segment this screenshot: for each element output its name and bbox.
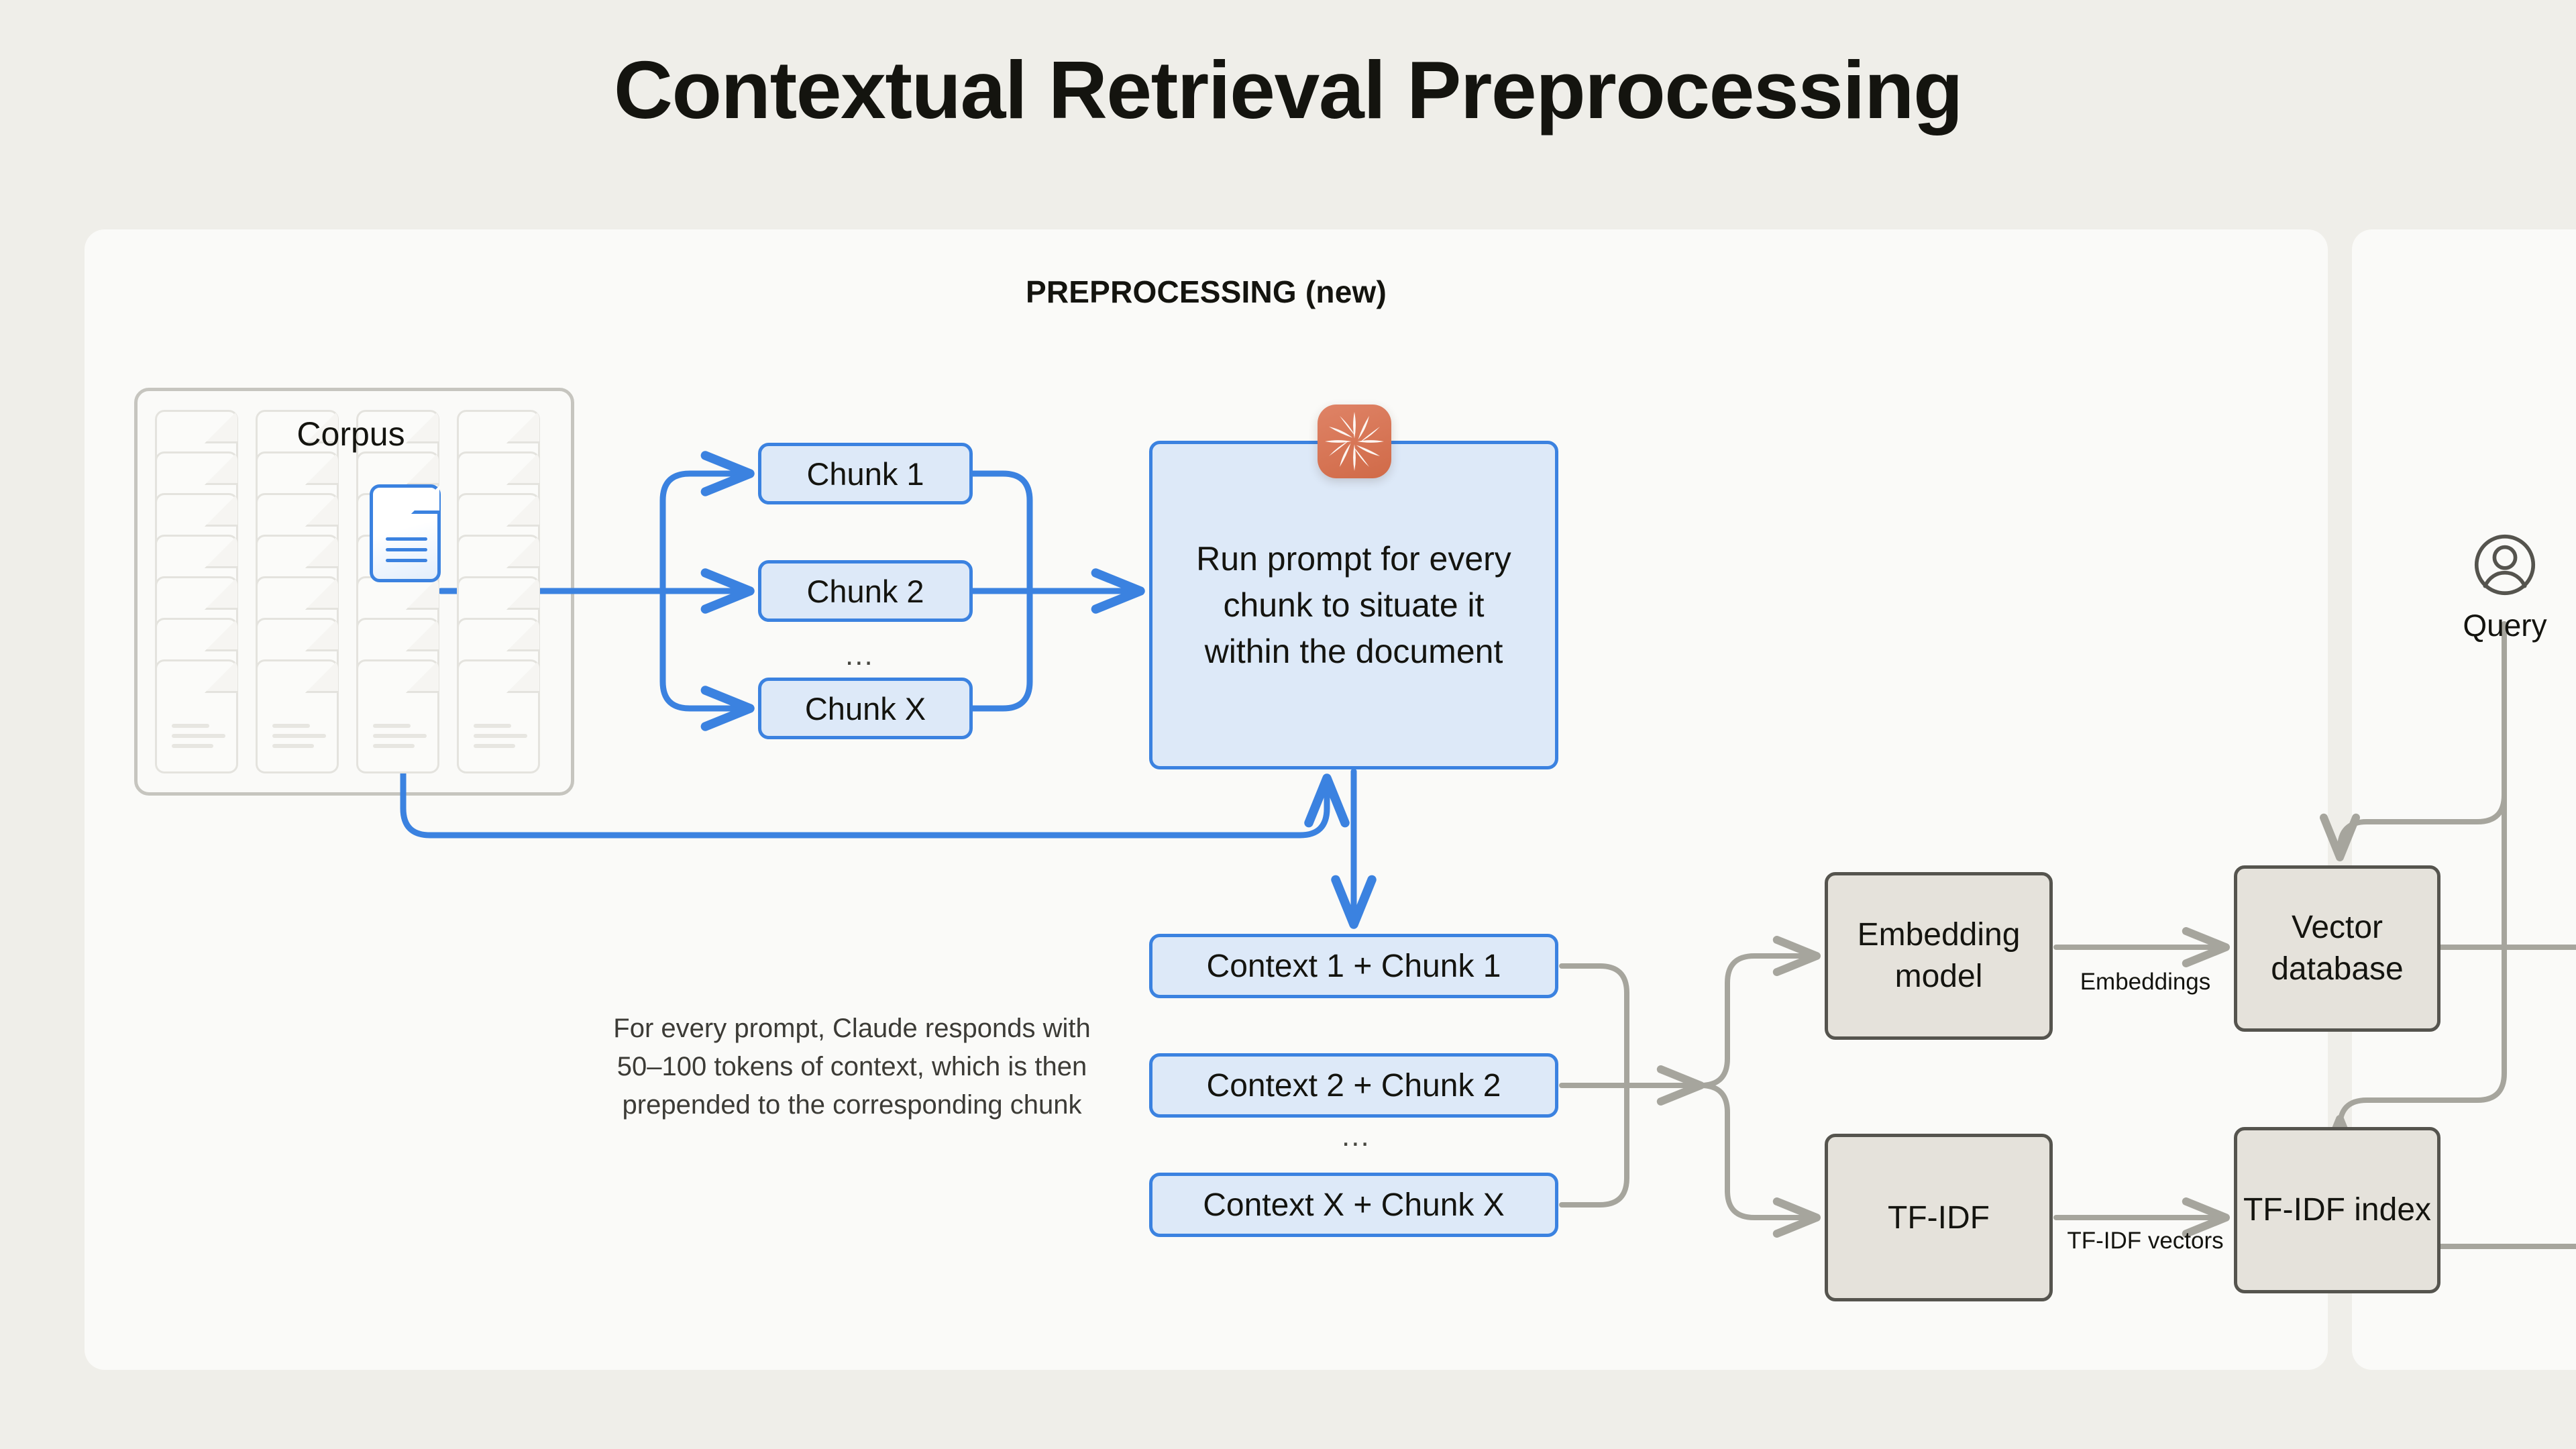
corpus-document-icon [155,659,238,773]
chunk-box-3[interactable]: Chunk X [758,678,973,739]
chunk-ellipsis: ... [845,639,874,672]
document-text-lines [474,724,527,754]
context-chunk-box-2[interactable]: Context 2 + Chunk 2 [1149,1053,1558,1118]
document-text-lines [386,537,427,570]
vector-database-label: Vector database [2271,909,2404,987]
user-circle-icon [2474,534,2536,596]
context-chunk-label: Context X + Chunk X [1203,1187,1505,1223]
corpus-doc-column [256,410,341,786]
run-prompt-box[interactable]: Run prompt for every chunk to situate it… [1149,441,1558,769]
corpus-document-icon [356,659,439,773]
context-chunk-box-3[interactable]: Context X + Chunk X [1149,1173,1558,1237]
document-text-lines [373,724,427,754]
embedding-model-label: Embedding model [1857,916,2021,994]
corpus-doc-column [155,410,241,786]
vector-database-box[interactable]: Vector database [2234,865,2440,1032]
corpus-label: Corpus [297,415,405,453]
document-text-lines [172,724,225,754]
corpus-doc-column [457,410,543,786]
document-fold-corner [411,486,439,514]
corpus-document-icon [256,659,339,773]
context-chunk-label: Context 2 + Chunk 2 [1206,1067,1501,1104]
run-prompt-text: Run prompt for every chunk to situate it… [1196,539,1511,670]
prompt-response-caption: For every prompt, Claude responds with 5… [613,1014,1091,1120]
document-text-lines [272,724,326,754]
context-ellipsis: ... [1342,1120,1371,1152]
tfidf-box[interactable]: TF-IDF [1825,1134,2053,1301]
chunk-label: Chunk 1 [806,455,924,492]
chunk-box-2[interactable]: Chunk 2 [758,560,973,622]
highlighted-document-icon[interactable] [370,484,441,582]
chunk-label: Chunk X [804,690,926,727]
query-group: Query [2438,530,2572,643]
query-label: Query [2463,608,2547,643]
edge-label-tfidf-vectors: TF-IDF vectors [2067,1228,2224,1254]
chunk-box-1[interactable]: Chunk 1 [758,443,973,504]
tfidf-label: TF-IDF [1888,1199,1990,1236]
chunk-label: Chunk 2 [806,573,924,609]
corpus-document-icon [457,659,540,773]
tfidf-index-label: TF-IDF index [2243,1191,2432,1228]
edge-label-embeddings: Embeddings [2080,969,2211,995]
page-title: Contextual Retrieval Preprocessing [613,44,1964,136]
context-chunk-label: Context 1 + Chunk 1 [1206,948,1501,984]
context-chunk-box-1[interactable]: Context 1 + Chunk 1 [1149,934,1558,998]
section-heading-preprocessing: PREPROCESSING (new) [1026,274,1387,309]
claude-starburst-icon [1318,405,1391,478]
embedding-model-box[interactable]: Embedding model [1825,872,2053,1040]
tfidf-index-box[interactable]: TF-IDF index [2234,1127,2440,1293]
